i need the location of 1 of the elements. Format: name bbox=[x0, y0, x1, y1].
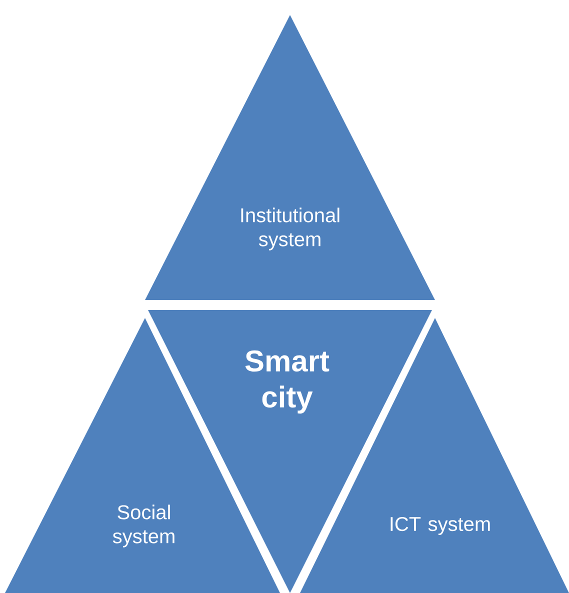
triangle: Institutional system bbox=[145, 15, 435, 300]
